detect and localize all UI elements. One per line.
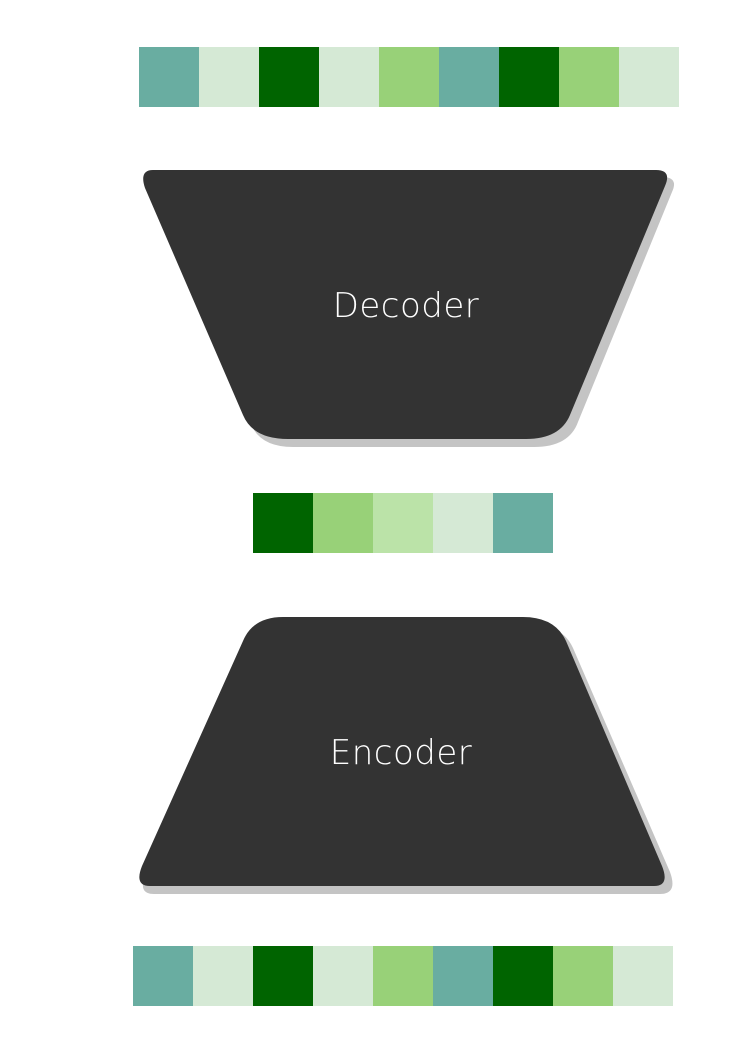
output-vector-cell [379, 47, 439, 107]
output-vector-cell [439, 47, 499, 107]
input-vector-cell [253, 946, 313, 1006]
encoder-label: Encoder [330, 733, 473, 773]
output-vector-cell [259, 47, 319, 107]
decoder-label: Decoder [333, 286, 480, 326]
input-vector-cell [613, 946, 673, 1006]
input-vector-cell [313, 946, 373, 1006]
input-vector-cell [493, 946, 553, 1006]
latent-vector [253, 493, 553, 553]
input-vector-cell [553, 946, 613, 1006]
output-vector-cell [139, 47, 199, 107]
output-vector-cell [199, 47, 259, 107]
latent-vector-cell [493, 493, 553, 553]
encoder-block: Encoder [139, 617, 673, 894]
input-vector-cell [373, 946, 433, 1006]
decoder-shape [143, 170, 668, 439]
input-vector-cell [133, 946, 193, 1006]
decoder-block: Decoder [143, 170, 675, 447]
output-vector-cell [319, 47, 379, 107]
latent-vector-cell [373, 493, 433, 553]
input-vector-cell [433, 946, 493, 1006]
output-vector-cell [559, 47, 619, 107]
latent-vector-cell [313, 493, 373, 553]
input-vector-cell [193, 946, 253, 1006]
output-vector [139, 47, 679, 107]
output-vector-cell [499, 47, 559, 107]
input-vector [133, 946, 673, 1006]
latent-vector-cell [433, 493, 493, 553]
decoder-shadow [150, 177, 675, 447]
output-vector-cell [619, 47, 679, 107]
encoder-shadow [142, 624, 673, 894]
latent-vector-cell [253, 493, 313, 553]
encoder-shape [139, 617, 665, 886]
